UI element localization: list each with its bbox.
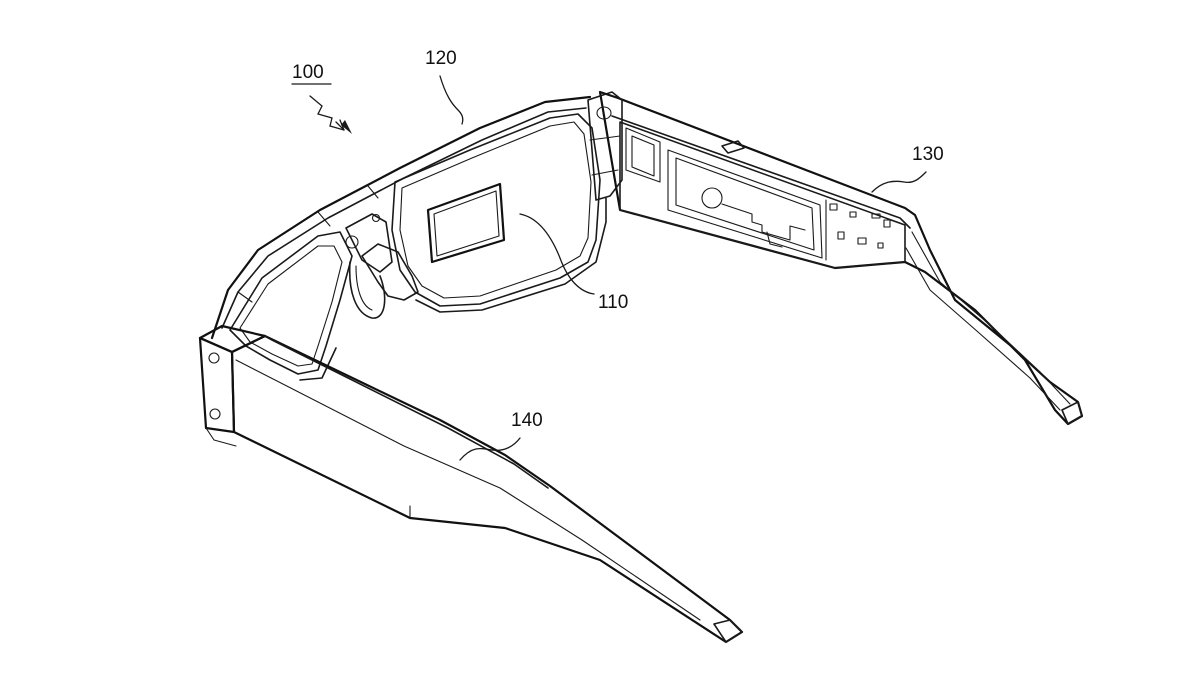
right-hinge (587, 91, 623, 201)
leader-lines (309, 75, 927, 461)
front-frame (210, 95, 607, 381)
nose-pads (345, 213, 419, 319)
right-temple-arm (598, 90, 1084, 426)
leader-130 (871, 171, 927, 193)
ref-140: 140 (511, 410, 543, 431)
leader-110 (519, 213, 595, 295)
display-module (426, 182, 506, 264)
leader-100 (309, 95, 345, 131)
leader-140 (459, 437, 521, 461)
ref-100: 100 (292, 62, 324, 83)
ref-110: 110 (598, 292, 628, 313)
reference-numerals: 100 120 130 110 140 (291, 48, 944, 431)
ref-120: 120 (425, 48, 457, 69)
right-temple-electronics (619, 121, 906, 269)
leader-120 (439, 75, 464, 125)
ref-130: 130 (912, 144, 944, 165)
left-temple-arm (198, 324, 744, 644)
